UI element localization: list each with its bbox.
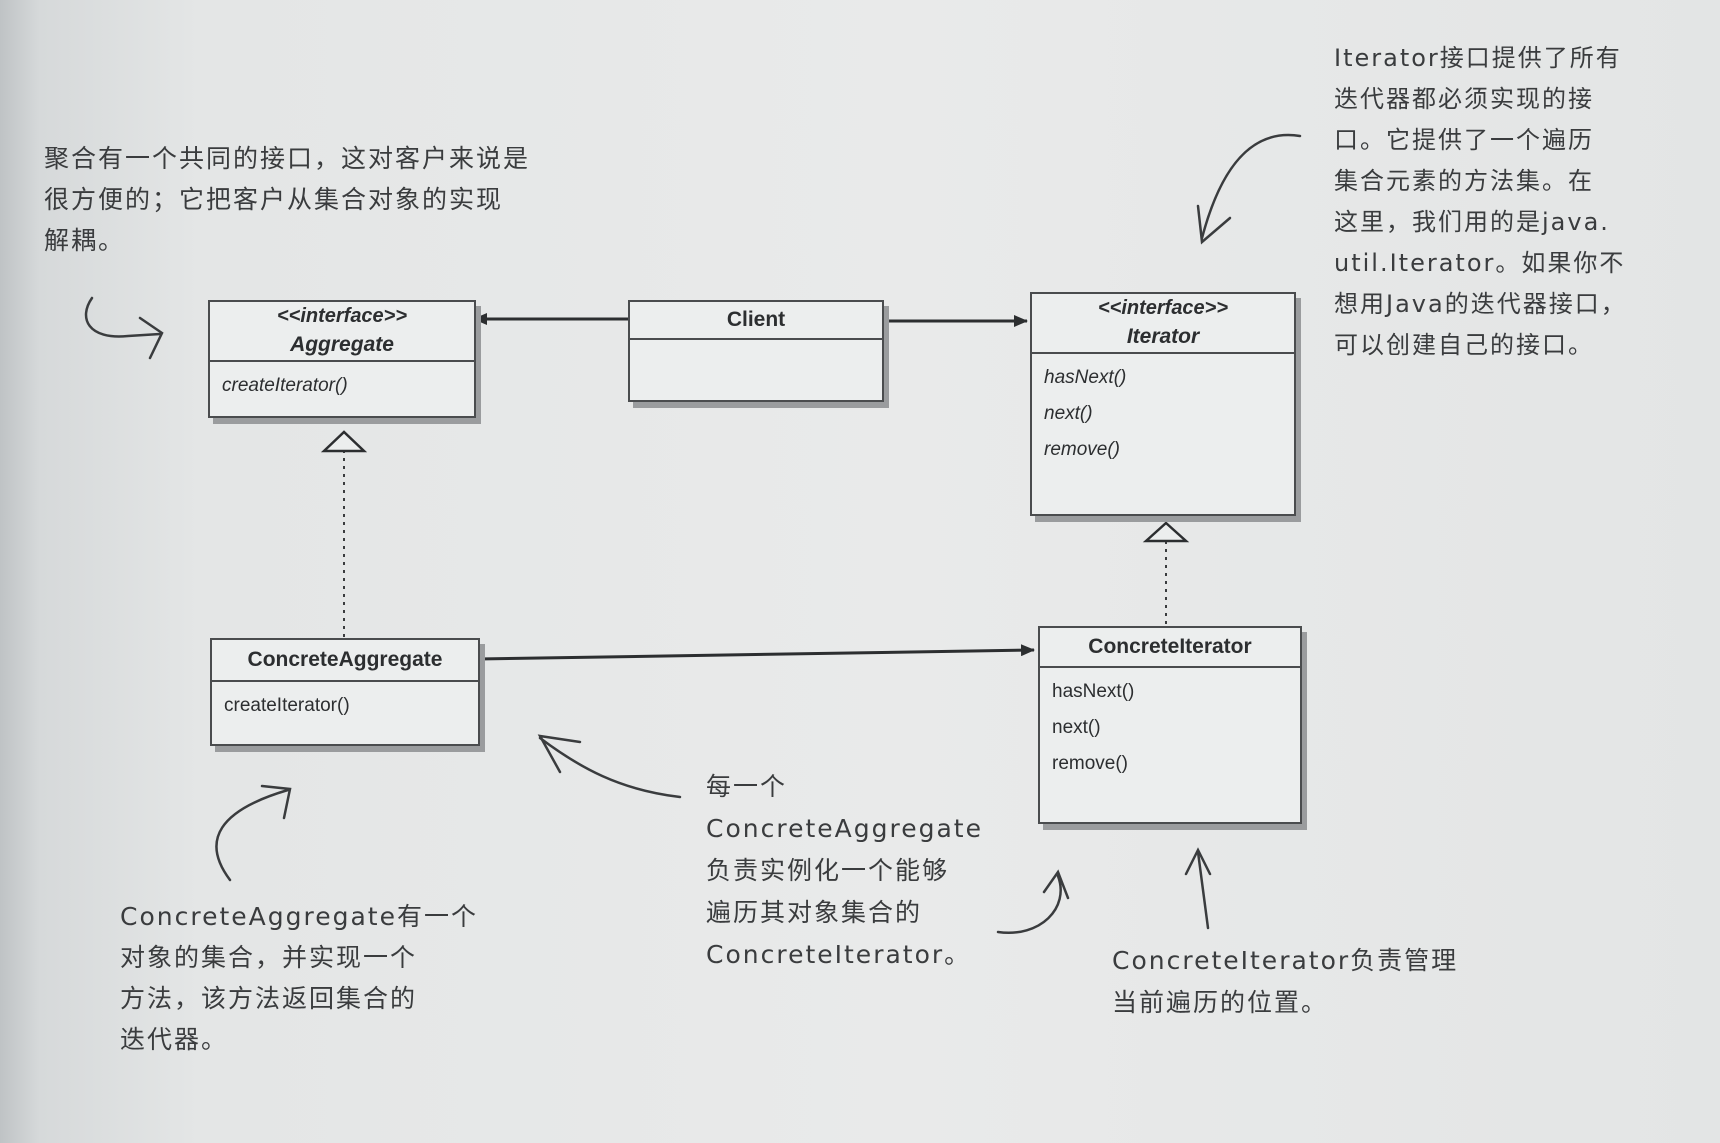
note-line: ConcreteAggregate有一个	[120, 902, 478, 931]
note-line: 解耦。	[44, 226, 126, 255]
concrete-iterator-methods: hasNext() next() remove()	[1040, 668, 1300, 788]
note-line: 可以创建自己的接口。	[1334, 331, 1594, 359]
note-line: 迭代器都必须实现的接	[1334, 85, 1594, 113]
note-line: 口。它提供了一个遍历	[1334, 126, 1594, 154]
iterator-method: remove()	[1044, 439, 1121, 460]
concrete-iterator-method: next()	[1052, 717, 1101, 738]
iterator-method: next()	[1044, 403, 1093, 424]
iterator-header: <<interface>> Iterator	[1032, 294, 1294, 354]
note-line: util.Iterator。如果你不	[1334, 249, 1626, 277]
concrete-aggregate-note-arrowhead	[260, 784, 292, 820]
middle-note: 每一个 ConcreteAggregate 负责实例化一个能够 遍历其对象集合的…	[706, 766, 983, 976]
note-line: Iterator接口提供了所有	[1334, 44, 1622, 72]
note-line: 迭代器。	[120, 1025, 229, 1054]
aggregate-header: <<interface>> Aggregate	[210, 302, 474, 362]
note-line: 集合元素的方法集。在	[1334, 167, 1594, 195]
concrete-iterator-method: hasNext()	[1052, 681, 1135, 702]
note-line: 对象的集合，并实现一个	[120, 943, 418, 972]
aggregate-method: createIterator()	[222, 375, 348, 396]
note-line: ConcreteIterator负责管理	[1112, 946, 1459, 975]
aggregate-note: 聚合有一个共同的接口，这对客户来说是 很方便的；它把客户从集合对象的实现 解耦。	[44, 138, 530, 261]
middle-note-arrowhead	[537, 734, 582, 774]
client-class-box: Client	[628, 300, 884, 402]
iterator-interface-box: <<interface>> Iterator hasNext() next() …	[1030, 292, 1296, 516]
concrete-iterator-method: remove()	[1052, 753, 1129, 774]
aggregate-stereotype: <<interface>>	[276, 305, 408, 327]
concrete-iterator-note-arrow	[1196, 850, 1210, 930]
note-line: ConcreteIterator。	[706, 940, 972, 969]
concrete-iterator-class-box: ConcreteIterator hasNext() next() remove…	[1038, 626, 1302, 824]
iterator-stereotype: <<interface>>	[1097, 297, 1229, 319]
iterator-methods: hasNext() next() remove()	[1032, 354, 1294, 474]
note-line: ConcreteAggregate	[706, 814, 983, 843]
note-line: 想用Java的迭代器接口，	[1334, 290, 1627, 318]
concreteaggregate-to-concreteiterator-arrow	[477, 644, 1035, 661]
aggregate-interface-box: <<interface>> Aggregate createIterator()	[208, 300, 476, 418]
concrete-aggregate-note-arrow	[215, 788, 290, 882]
client-name: Client	[726, 308, 786, 331]
concrete-aggregate-name: ConcreteAggregate	[247, 648, 443, 671]
iterator-note: Iterator接口提供了所有 迭代器都必须实现的接 口。它提供了一个遍历 集合…	[1334, 38, 1627, 366]
middle-note-curl-arrow	[996, 874, 1062, 935]
concrete-iterator-name: ConcreteIterator	[1088, 635, 1252, 658]
note-line: 负责实例化一个能够	[706, 856, 950, 885]
aggregate-methods: createIterator()	[210, 362, 474, 410]
client-header: Client	[630, 302, 882, 340]
middle-note-arrow	[538, 736, 682, 799]
concrete-aggregate-header: ConcreteAggregate	[212, 640, 478, 682]
note-line: 每一个	[706, 772, 788, 801]
iterator-method: hasNext()	[1044, 367, 1127, 388]
concrete-aggregate-class-box: ConcreteAggregate createIterator()	[210, 638, 480, 746]
iterator-note-arrowhead	[1196, 204, 1232, 245]
iterator-note-arrow	[1200, 133, 1302, 240]
note-line: 聚合有一个共同的接口，这对客户来说是	[44, 144, 531, 173]
note-line: 方法，该方法返回集合的	[120, 984, 418, 1013]
aggregate-realization-triangle	[320, 430, 368, 453]
iterator-name: Iterator	[1126, 325, 1200, 348]
aggregate-note-arrow	[84, 296, 162, 338]
concrete-iterator-note: ConcreteIterator负责管理 当前遍历的位置。	[1112, 940, 1458, 1024]
concrete-aggregate-methods: createIterator()	[212, 682, 478, 730]
middle-note-curl-arrowhead	[1042, 869, 1070, 900]
concrete-iterator-header: ConcreteIterator	[1040, 628, 1300, 668]
aggregate-name: Aggregate	[290, 333, 394, 356]
note-line: 遍历其对象集合的	[706, 898, 923, 927]
note-line: 这里，我们用的是java.	[1334, 208, 1610, 236]
iterator-realization-triangle	[1142, 521, 1190, 543]
note-line: 很方便的；它把客户从集合对象的实现	[44, 185, 504, 214]
concrete-aggregate-note: ConcreteAggregate有一个 对象的集合，并实现一个 方法，该方法返…	[120, 896, 478, 1060]
concrete-aggregate-method: createIterator()	[224, 695, 350, 716]
aggregate-note-arrowhead	[138, 316, 164, 360]
note-line: 当前遍历的位置。	[1112, 988, 1329, 1017]
concrete-iterator-note-arrowhead	[1184, 847, 1212, 876]
